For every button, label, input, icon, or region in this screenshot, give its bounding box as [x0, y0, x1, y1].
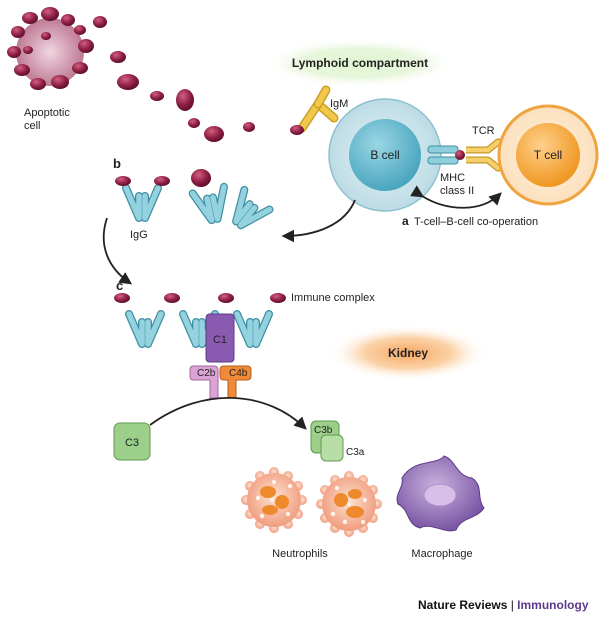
igg-label: IgG: [130, 229, 148, 241]
journal-section: Immunology: [517, 598, 589, 612]
kidney-label: Kidney: [388, 346, 428, 360]
macrophage: [396, 455, 485, 532]
antigen: [154, 176, 170, 186]
mhc-class-ii: [427, 145, 459, 165]
igg-antibody-1: [126, 188, 158, 218]
c3b-label: C3b: [314, 425, 333, 436]
panel-c-letter: c: [116, 278, 123, 293]
panel-b-letter: b: [113, 156, 121, 171]
macrophage-label: Macrophage: [411, 548, 472, 560]
c2b-complement: [189, 365, 219, 399]
igg-to-complex-arrow: [102, 217, 133, 285]
immune-complex-label: Immune complex: [291, 292, 375, 304]
c3a-complement: [320, 434, 344, 462]
apoptotic-cell-label: Apoptotic cell: [24, 107, 73, 132]
kidney-glow: [328, 325, 488, 381]
antigen: [115, 176, 131, 186]
journal-name: Nature Reviews: [418, 598, 508, 612]
c3-label: C3: [125, 437, 139, 449]
antigen: [191, 169, 211, 187]
mhc-peptide: [455, 150, 465, 160]
tcr-label: TCR: [472, 125, 495, 137]
neutrophil-2: [316, 471, 382, 537]
lymphoid-compartment-label: Lymphoid compartment: [292, 56, 428, 70]
igm-receptor: [290, 85, 339, 135]
neutrophil-1: [241, 467, 307, 533]
panel-a-caption: T-cell–B-cell co-operation: [414, 216, 538, 228]
b-cell-to-igg-arrow: [281, 199, 356, 243]
c4b-label: C4b: [229, 368, 248, 379]
c3-complement: [113, 422, 151, 461]
c1-label: C1: [213, 334, 227, 346]
igm-label: IgM: [330, 98, 348, 110]
apoptotic-cell: [7, 7, 107, 90]
t-cell: [497, 104, 599, 206]
neutrophils-label: Neutrophils: [272, 548, 328, 560]
panel-a-letter: a: [402, 214, 409, 228]
journal-credit: Nature Reviews | Immunology: [418, 598, 589, 612]
c1-complement: [205, 313, 235, 363]
lymphoid-compartment-glow: [262, 38, 458, 88]
credit-separator: |: [507, 598, 518, 612]
igg-antibody-2: [193, 187, 231, 223]
c2b-label: C2b: [197, 368, 216, 379]
mhc-class-ii-label: MHC class II: [440, 172, 474, 197]
immune-complex-antigens: [114, 293, 286, 303]
igg-antibody-3: [226, 190, 270, 233]
t-cell-label: T cell: [534, 148, 562, 162]
c3-cleavage-arrow: [149, 397, 307, 430]
immune-complex-antibodies: [129, 314, 269, 344]
b-cell-label: B cell: [370, 148, 399, 162]
apoptotic-fragments: [110, 51, 255, 142]
cooperation-arrow: [410, 185, 502, 209]
b-cell: [328, 98, 442, 212]
c3a-label: C3a: [346, 447, 365, 458]
